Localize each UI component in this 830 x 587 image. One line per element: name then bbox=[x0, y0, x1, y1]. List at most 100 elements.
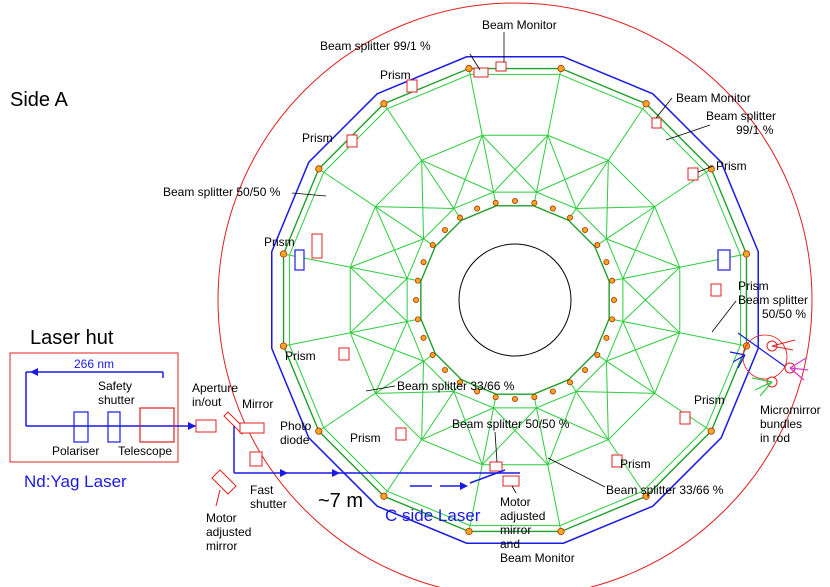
motor-mirror-left-element bbox=[211, 469, 237, 495]
laser-hut-box bbox=[9, 352, 179, 463]
cross-brace-line bbox=[349, 278, 408, 334]
beam-monitor-right-element bbox=[651, 117, 662, 129]
prism-label-bottom-right: Prism bbox=[620, 457, 651, 471]
inner-node bbox=[474, 388, 481, 395]
cross-brace-line bbox=[493, 407, 549, 466]
prism-left-upper-element bbox=[346, 134, 358, 148]
inner-node bbox=[582, 367, 589, 374]
cross-brace-line bbox=[547, 135, 577, 209]
laser-hut-title: Laser hut bbox=[30, 327, 114, 349]
inner-node bbox=[441, 226, 448, 233]
inner-node bbox=[531, 394, 538, 401]
inner-node bbox=[414, 316, 421, 323]
spoke-line bbox=[594, 168, 712, 248]
outer-node bbox=[742, 342, 751, 350]
photo-diode-label-2: diode bbox=[280, 433, 310, 447]
prism-label-left-lower: Prism bbox=[285, 349, 316, 363]
outer-node bbox=[380, 492, 388, 500]
spoke-line bbox=[383, 103, 463, 221]
micromirror-label-3: in rod bbox=[760, 431, 790, 445]
prism-right-upper-element bbox=[687, 167, 699, 181]
inner-node bbox=[594, 352, 601, 359]
outer-node bbox=[380, 100, 388, 108]
mirror-label: Mirror bbox=[242, 397, 273, 411]
inner-node bbox=[420, 334, 427, 341]
cross-brace-line bbox=[622, 206, 656, 279]
bs-50-bottom-element bbox=[489, 461, 503, 472]
outer-node bbox=[557, 64, 565, 73]
spoke-line bbox=[283, 253, 421, 282]
aperture-label-2: in/out bbox=[192, 395, 222, 409]
cross-brace-line bbox=[453, 135, 483, 209]
inner-node bbox=[429, 241, 436, 248]
beam-monitor-top-element bbox=[495, 61, 507, 72]
outer-node bbox=[315, 165, 323, 173]
spoke-line bbox=[533, 394, 562, 532]
spoke-line bbox=[468, 394, 497, 532]
hub-polygon bbox=[420, 205, 610, 395]
inner-node bbox=[603, 334, 610, 341]
spoke-line bbox=[318, 352, 436, 432]
inner-node bbox=[412, 296, 419, 303]
motor-mirror-left-label-3: mirror bbox=[206, 539, 237, 553]
aperture-label-1: Aperture bbox=[192, 381, 238, 395]
bs-50-right-label-1: Beam splitter bbox=[738, 293, 808, 307]
outer-node bbox=[742, 250, 751, 258]
safety-shutter-label-1: Safety bbox=[98, 379, 132, 393]
prism-bottom-right-element bbox=[611, 454, 623, 468]
bs-99-right-label-2: 99/1 % bbox=[736, 123, 774, 137]
outer-node bbox=[315, 427, 323, 435]
telescope-element bbox=[139, 407, 175, 443]
motor-mirror-bottom-label-3: mirror bbox=[500, 523, 531, 537]
prism-label-right-lower: Prism bbox=[694, 393, 725, 407]
fast-shutter-label-2: shutter bbox=[250, 497, 287, 511]
prism-bottom-left-element bbox=[395, 427, 407, 441]
prism-label-left-upper: Prism bbox=[302, 131, 333, 145]
spoke-line bbox=[609, 318, 747, 347]
cross-brace-line bbox=[606, 238, 680, 268]
bs-50-left-label: Beam splitter 50/50 % bbox=[163, 185, 281, 199]
inner-node bbox=[441, 367, 448, 374]
side-title: Side A bbox=[10, 89, 68, 111]
cross-brace-line bbox=[375, 390, 454, 394]
inner-node bbox=[474, 205, 481, 212]
outer-node bbox=[465, 527, 473, 536]
bs-50-bottom-label: Beam splitter 50/50 % bbox=[452, 417, 570, 431]
prism-left-lower-element bbox=[338, 347, 350, 361]
inner-node bbox=[611, 296, 618, 303]
outer-node bbox=[279, 250, 288, 258]
cross-brace-line bbox=[374, 321, 408, 394]
cross-brace-line bbox=[605, 361, 609, 440]
inner-node bbox=[549, 205, 556, 212]
fast-shutter-label-1: Fast bbox=[250, 483, 274, 497]
motor-mirror-left-label-2: adjusted bbox=[206, 525, 251, 539]
inner-frame-polygon bbox=[406, 191, 624, 409]
motor-mirror-bottom-label-1: Motor bbox=[500, 495, 531, 509]
spoke-line bbox=[468, 68, 497, 206]
micromirror-label-2: bundles bbox=[760, 417, 802, 431]
cross-brace-line bbox=[421, 160, 425, 239]
safety-shutter-label-2: shutter bbox=[98, 393, 135, 407]
leader-lines bbox=[291, 32, 737, 494]
spoke-line bbox=[383, 379, 463, 497]
left-monitor-element bbox=[294, 249, 305, 271]
safety-shutter-element bbox=[107, 411, 121, 443]
inner-node bbox=[567, 379, 574, 386]
prism-label-bottom-left: Prism bbox=[350, 431, 381, 445]
inner-node bbox=[582, 226, 589, 233]
prism-label-left: Prism bbox=[264, 235, 295, 249]
inner-node bbox=[414, 277, 421, 284]
cross-brace-line bbox=[622, 278, 681, 334]
ring-components bbox=[294, 61, 731, 472]
outer-node bbox=[279, 342, 288, 350]
cross-brace-line bbox=[493, 134, 549, 193]
micromirror-label-1: Micromirror bbox=[760, 403, 821, 417]
prism-label-right: Prism bbox=[738, 279, 769, 293]
inner-node bbox=[567, 214, 574, 221]
outer-node bbox=[557, 527, 565, 536]
cross-brace-line bbox=[349, 266, 408, 322]
cross-brace-line bbox=[536, 407, 609, 441]
motor-mirror-bottom-label-5: Beam Monitor bbox=[500, 551, 575, 565]
cross-brace-line bbox=[421, 407, 494, 441]
